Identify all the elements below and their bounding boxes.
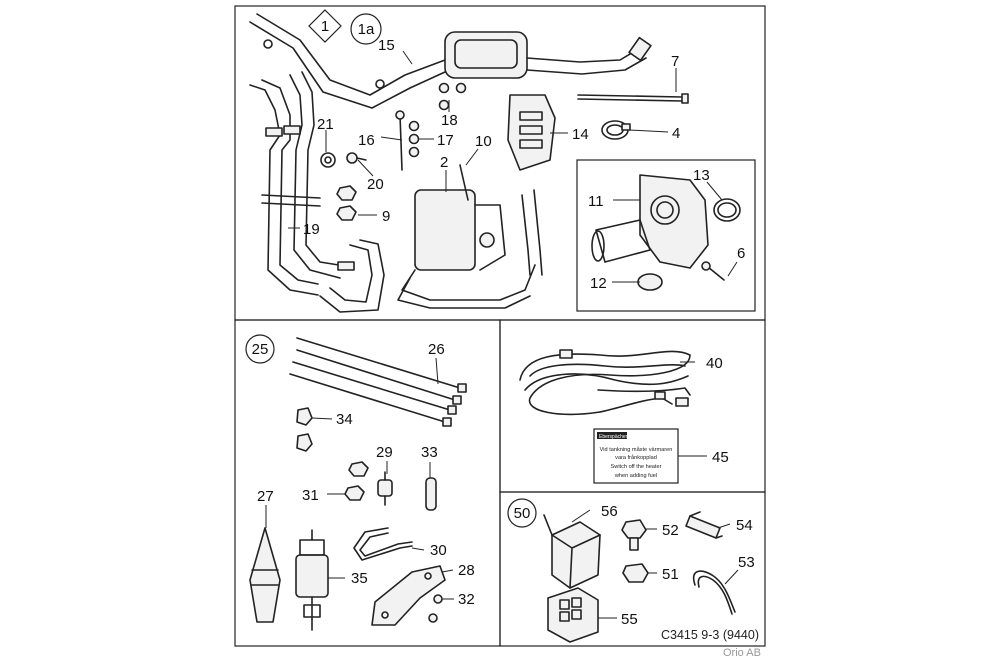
panel-relay xyxy=(499,491,766,647)
callout-19: 19 xyxy=(303,221,320,238)
nut-9 xyxy=(336,185,357,221)
mounting-bracket xyxy=(507,94,556,171)
callout-55: 55 xyxy=(621,611,638,628)
heater-unit xyxy=(397,164,543,309)
callout-53: 53 xyxy=(738,554,755,571)
callout-6: 6 xyxy=(737,245,745,262)
wiring-harness-40 xyxy=(519,349,691,416)
svg-text:1: 1 xyxy=(321,18,329,35)
ground-cable-30 xyxy=(353,527,413,561)
part-callouts: 15 7 18 21 16 17 10 14 4 2 20 13 11 9 19… xyxy=(257,37,755,628)
sleeve-33 xyxy=(425,477,437,511)
coolant-valve xyxy=(591,174,709,291)
leader-lines xyxy=(265,50,739,619)
callout-45: 45 xyxy=(712,449,729,466)
svg-text:when adding fuel: when adding fuel xyxy=(614,473,657,479)
rubber-mount-29 xyxy=(377,471,393,506)
group-marker-1a: 1a xyxy=(350,13,382,45)
callout-54: 54 xyxy=(736,517,753,534)
group-marker-25: 25 xyxy=(245,334,275,364)
group-marker-50: 50 xyxy=(507,498,537,528)
callout-35: 35 xyxy=(351,570,368,587)
bolt-52 xyxy=(621,519,647,551)
callout-26: 26 xyxy=(428,341,445,358)
group-marker-1: 1 xyxy=(308,9,342,43)
callout-12: 12 xyxy=(590,275,607,292)
callout-18: 18 xyxy=(441,112,458,129)
svg-text:Eberspächer: Eberspächer xyxy=(599,434,628,440)
hose-clamp-13 xyxy=(713,198,741,222)
callout-28: 28 xyxy=(458,562,475,579)
hose-clamp-4 xyxy=(601,120,631,140)
callout-51: 51 xyxy=(662,566,679,583)
callout-27: 27 xyxy=(257,488,274,505)
terminal-54 xyxy=(685,511,723,539)
fuel-filter-27 xyxy=(249,527,281,623)
document-reference: C3415 9-3 (9440) xyxy=(661,628,759,642)
inset-coolant-valve xyxy=(576,159,756,312)
hose-clamp-21 xyxy=(320,152,336,168)
callout-40: 40 xyxy=(706,355,723,372)
nuts-18 xyxy=(438,82,467,111)
relay-socket-55 xyxy=(547,587,599,643)
callout-33: 33 xyxy=(421,444,438,461)
nut-51 xyxy=(622,563,649,583)
screw-6 xyxy=(701,261,725,281)
bracket-28 xyxy=(371,565,446,626)
callout-17: 17 xyxy=(437,132,454,149)
callout-20: 20 xyxy=(367,176,384,193)
callout-7: 7 xyxy=(671,53,679,70)
callout-15: 15 xyxy=(378,37,395,54)
cable-53 xyxy=(693,570,736,615)
callout-29: 29 xyxy=(376,444,393,461)
nuts-17 xyxy=(408,120,420,158)
screw-16 xyxy=(395,110,405,171)
callout-56: 56 xyxy=(601,503,618,520)
relay-56 xyxy=(543,514,601,589)
screws-32 xyxy=(428,594,443,623)
cable-tie xyxy=(577,93,689,104)
callout-11: 11 xyxy=(588,193,604,210)
exhaust-pipe xyxy=(249,13,652,109)
callout-31: 31 xyxy=(302,487,319,504)
callout-4: 4 xyxy=(672,125,680,142)
callout-34: 34 xyxy=(336,411,353,428)
bolt-20 xyxy=(346,152,367,164)
warning-label-45: Eberspächer Vid tankning måste värmaren … xyxy=(593,428,679,484)
hose-assembly xyxy=(249,71,385,313)
cable-ties-26 xyxy=(289,337,467,427)
callout-10: 10 xyxy=(475,133,492,150)
callout-14: 14 xyxy=(572,126,589,143)
callout-9: 9 xyxy=(382,208,390,225)
grommets-34 xyxy=(296,407,313,452)
svg-text:Vid tankning måste värmaren: Vid tankning måste värmaren xyxy=(600,446,673,453)
fuel-pump-35 xyxy=(295,529,329,631)
nuts-31 xyxy=(344,461,369,501)
callout-52: 52 xyxy=(662,522,679,539)
callout-13: 13 xyxy=(693,167,710,184)
svg-text:Switch off the heater: Switch off the heater xyxy=(611,464,662,470)
callout-21: 21 xyxy=(317,116,334,133)
callout-16: 16 xyxy=(358,132,375,149)
callout-2: 2 xyxy=(440,154,448,171)
svg-text:50: 50 xyxy=(514,505,531,522)
svg-text:1a: 1a xyxy=(358,21,375,38)
callout-30: 30 xyxy=(430,542,447,559)
svg-text:vara frånkopplad: vara frånkopplad xyxy=(615,454,657,461)
svg-text:25: 25 xyxy=(252,341,269,358)
company-name: Orio AB xyxy=(723,647,761,659)
callout-32: 32 xyxy=(458,591,475,608)
